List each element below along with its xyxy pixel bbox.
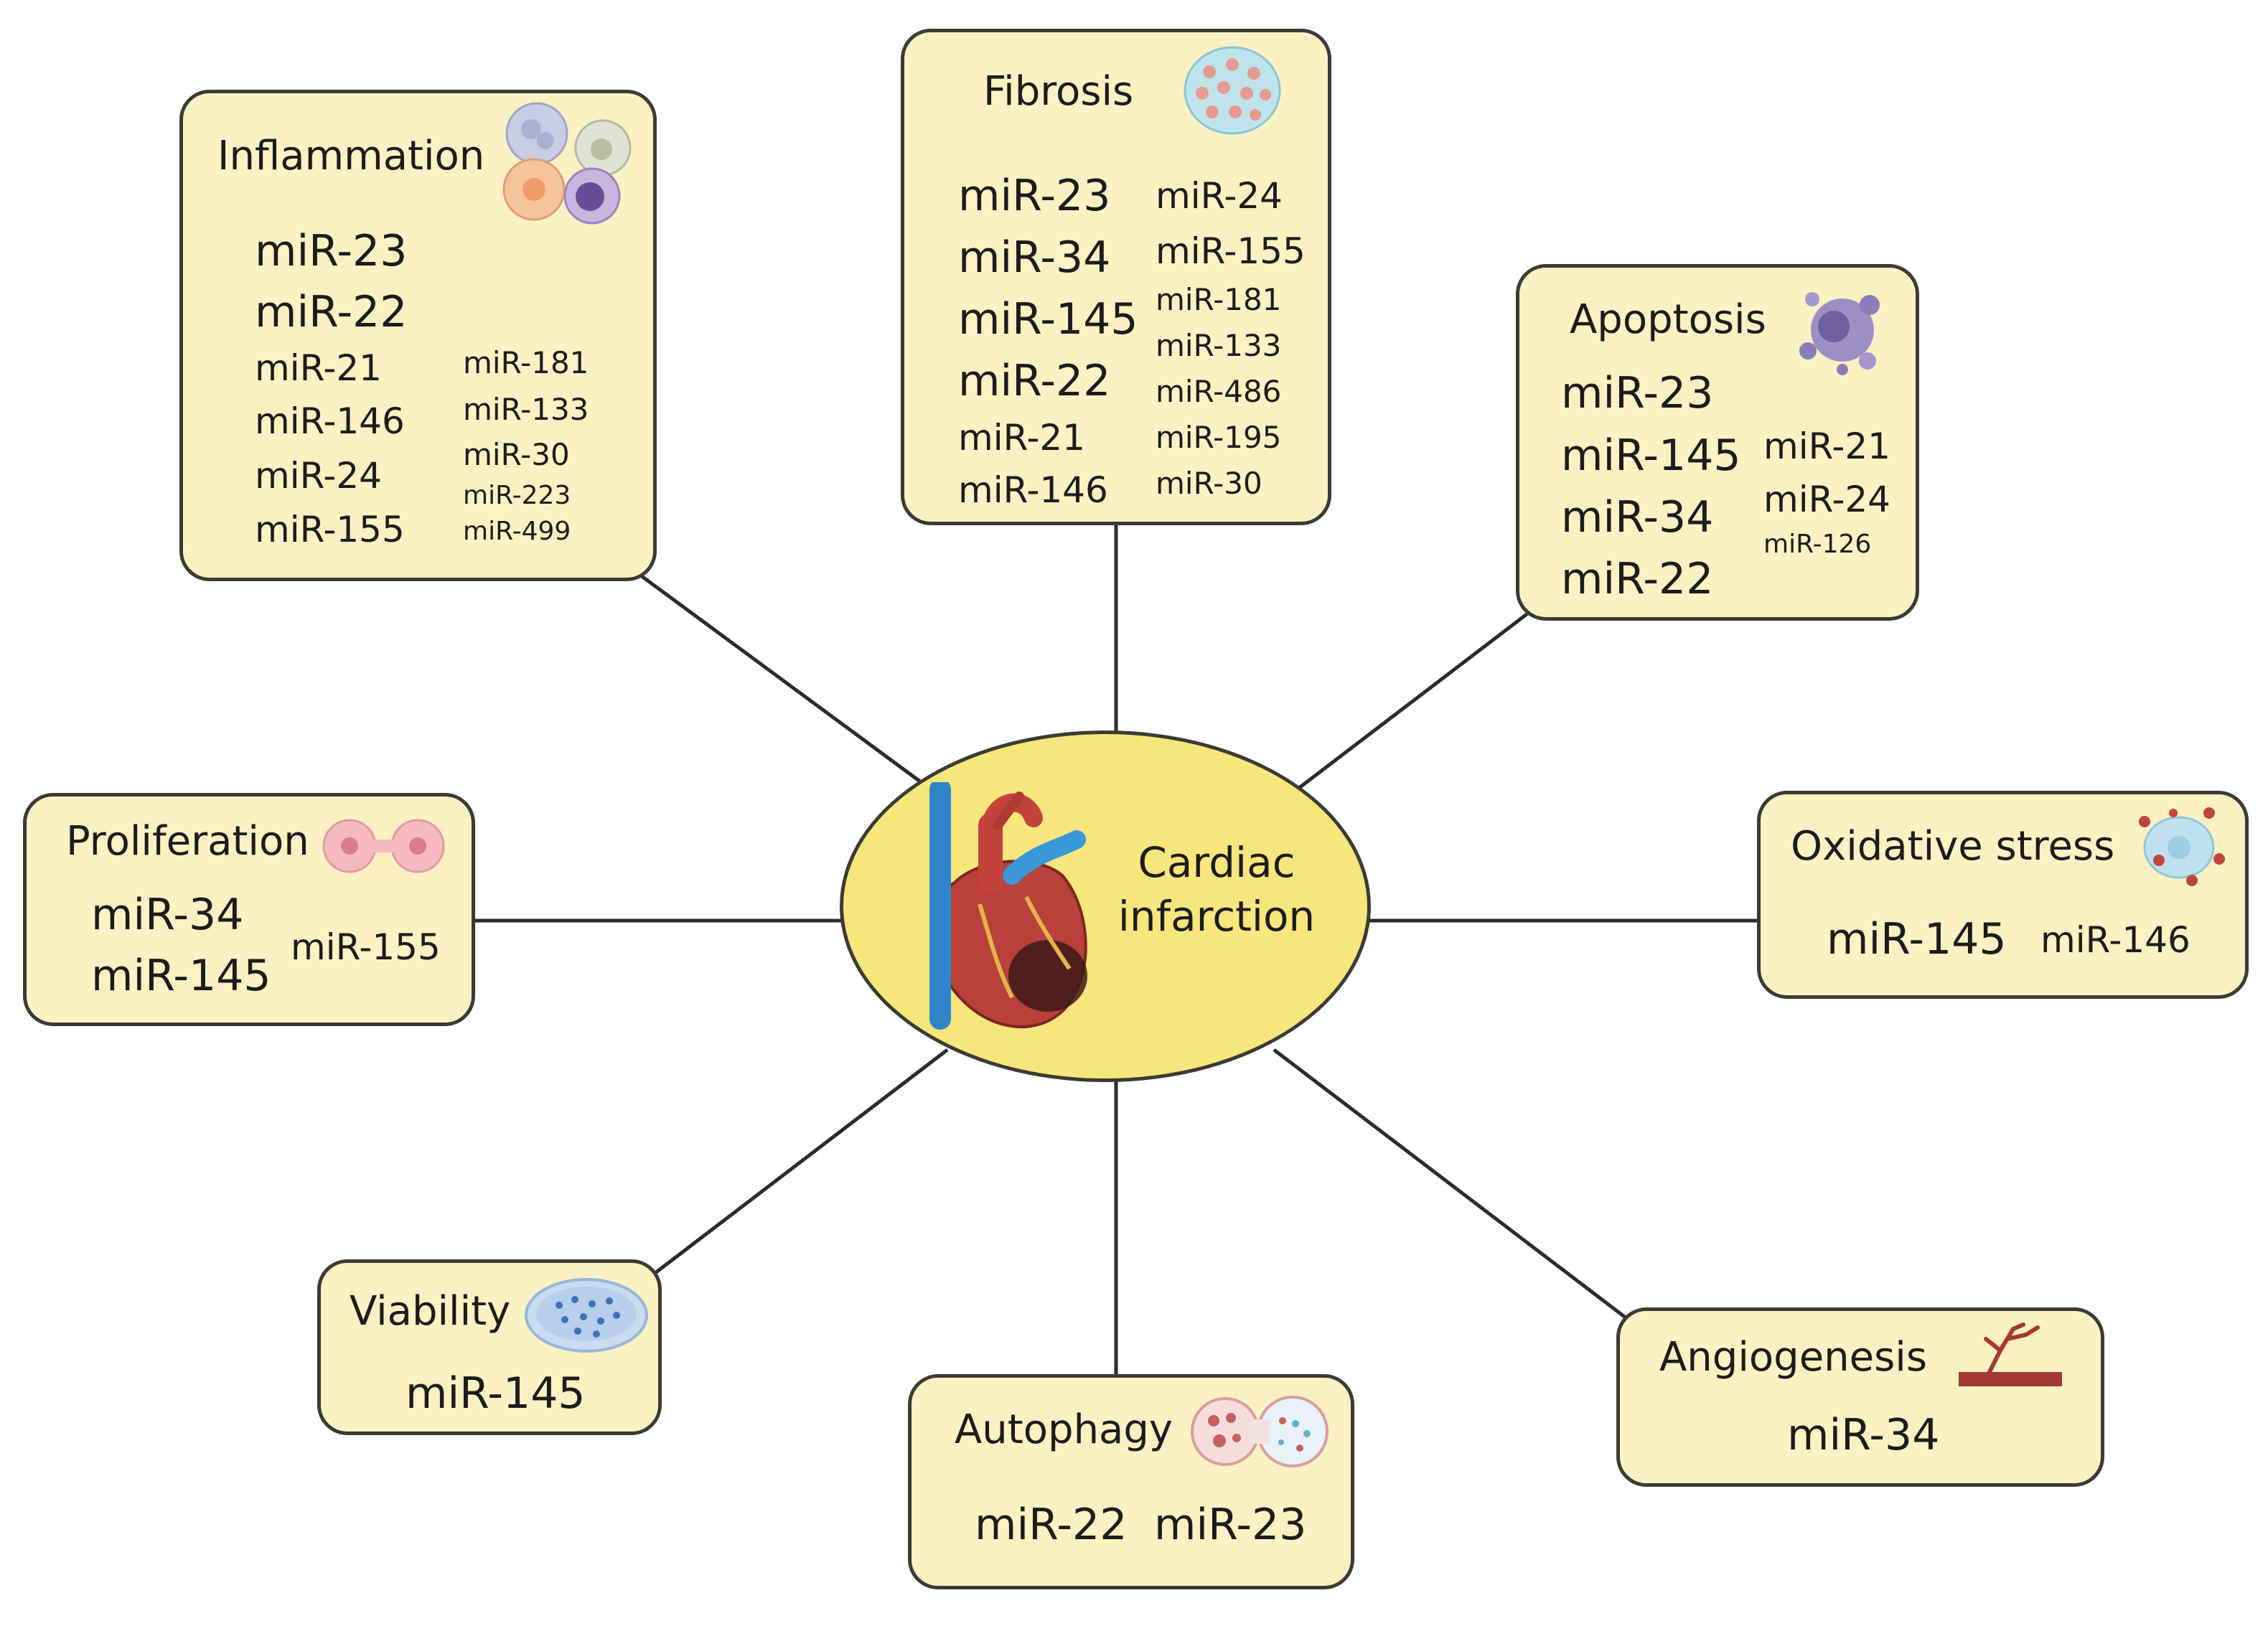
mir-item: miR-133 [463, 392, 589, 427]
cardiac-infarction-node [840, 730, 1371, 1082]
proliferation-title: Proliferation [66, 818, 309, 865]
mir-item: miR-155 [291, 926, 441, 968]
apoptosis-box: Apoptosis miR-23 miR-145 miR-34 miR-22 m… [1516, 264, 1919, 621]
mir-item: miR-223 [463, 481, 571, 510]
mir-item: miR-133 [1156, 328, 1282, 363]
autophagy-box: Autophagy miR-22 miR-23 [908, 1374, 1354, 1589]
mir-item: miR-145 [91, 951, 271, 1001]
mir-item: miR-145 [1827, 914, 2007, 964]
inflammation-title: Inflammation [217, 133, 485, 179]
autophagy-title: Autophagy [955, 1406, 1173, 1453]
mir-item: miR-34 [1787, 1410, 1940, 1460]
oxidative-stress-title: Oxidative stress [1791, 823, 2115, 870]
mir-item: miR-30 [1156, 466, 1262, 501]
mir-item: miR-24 [1156, 175, 1283, 217]
apoptotic-cell-icon [1799, 292, 1880, 375]
connector-viability [648, 1048, 949, 1279]
mir-item: miR-21 [958, 417, 1085, 459]
mir-item: miR-145 [406, 1368, 586, 1419]
mir-item: miR-146 [958, 469, 1108, 511]
blood-vessel-icon [1959, 1322, 2062, 1386]
autophagosome-icon [1191, 1396, 1329, 1467]
mir-item: miR-23 [1154, 1500, 1307, 1550]
mir-item: miR-145 [958, 294, 1138, 344]
mir-item: miR-155 [1156, 230, 1306, 272]
mir-item: miR-126 [1763, 530, 1872, 559]
proliferation-box: Proliferation miR-34 miR-145 miR-155 [23, 793, 475, 1026]
mir-item: miR-34 [91, 890, 244, 940]
mir-item: miR-22 [1561, 554, 1714, 604]
mir-item: miR-23 [255, 226, 408, 276]
mir-item: miR-21 [1763, 426, 1890, 467]
center-label: Cardiac infarction [1117, 838, 1316, 941]
mir-item: miR-22 [958, 356, 1111, 406]
apoptosis-title: Apoptosis [1570, 296, 1766, 343]
mir-item: miR-181 [463, 345, 589, 380]
fibrosis-box: Fibrosis miR-23 miR-34 miR-145 miR-22 mi… [901, 29, 1331, 525]
mir-item: miR-181 [1156, 282, 1282, 317]
mir-item: miR-24 [255, 455, 382, 497]
mir-item: miR-155 [255, 509, 405, 550]
connector-angiogenesis [1273, 1048, 1631, 1322]
mir-item: miR-499 [463, 517, 571, 546]
fibrous-tissue-icon [1184, 46, 1281, 135]
mir-item: miR-34 [958, 232, 1111, 283]
mir-item: miR-24 [1763, 479, 1890, 520]
mir-item: miR-146 [2040, 919, 2190, 961]
mir-item: miR-146 [255, 400, 405, 442]
mir-item: miR-22 [975, 1500, 1128, 1550]
mir-item: miR-195 [1156, 420, 1282, 455]
immune-cells-icon [502, 102, 632, 225]
viability-box: Viability miR-145 [317, 1259, 662, 1435]
petri-dish-icon [525, 1278, 648, 1353]
mir-item: miR-23 [958, 171, 1111, 221]
connector-inflammation [637, 572, 927, 788]
inflammation-box: Inflammation miR-23 miR-22 miR-21 miR-14… [179, 90, 657, 581]
oxidative-stress-box: Oxidative stress miR-145 miR-146 [1757, 791, 2249, 999]
angiogenesis-box: Angiogenesis miR-34 [1616, 1307, 2104, 1487]
heart-icon [929, 782, 1087, 1030]
connector-apoptosis [1298, 608, 1534, 789]
fibrosis-title: Fibrosis [983, 68, 1134, 115]
angiogenesis-title: Angiogenesis [1659, 1334, 1928, 1381]
viability-title: Viability [350, 1288, 511, 1335]
dividing-cell-icon [322, 819, 445, 873]
mir-item: miR-23 [1561, 368, 1714, 418]
oxidative-cell-icon [2139, 807, 2225, 886]
mir-item: miR-486 [1156, 374, 1282, 409]
mir-item: miR-34 [1561, 492, 1714, 542]
mir-item: miR-22 [255, 287, 408, 337]
mir-item: miR-21 [255, 347, 382, 389]
mir-item: miR-145 [1561, 431, 1741, 481]
mir-item: miR-30 [463, 437, 570, 472]
